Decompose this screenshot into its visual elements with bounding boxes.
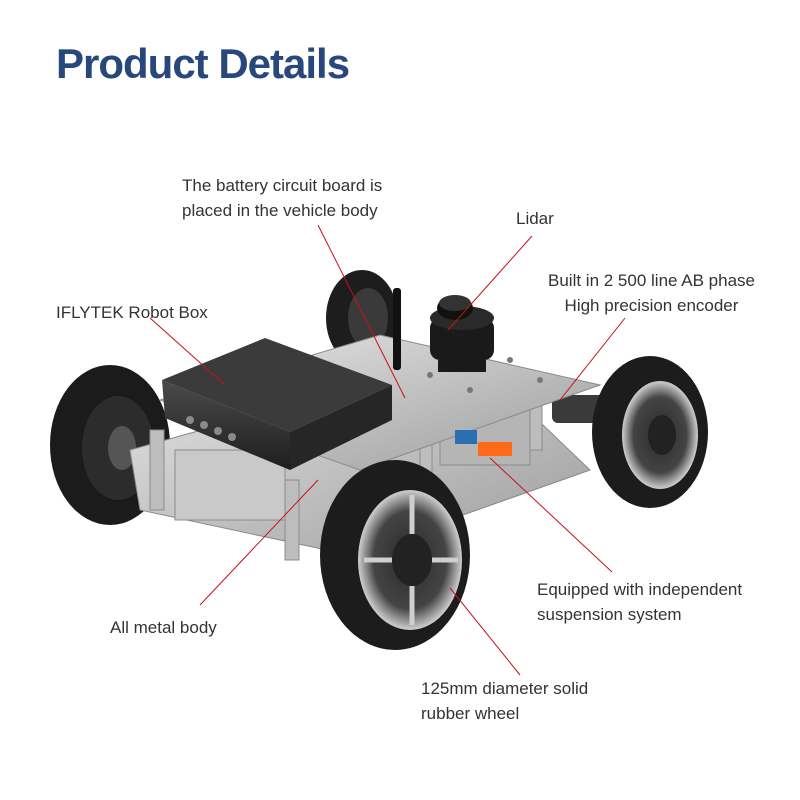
callout-encoder-line-2: High precision encoder: [564, 296, 739, 315]
callout-robot-box-line-1: IFLYTEK Robot Box: [56, 303, 208, 322]
right-wheel: [592, 356, 708, 508]
callout-metal-body: All metal body: [110, 615, 217, 640]
callout-metal-body-line-1: All metal body: [110, 618, 217, 637]
connector: [478, 442, 512, 456]
callout-wheel-line-1: 125mm diameter solid: [421, 679, 589, 698]
page-title: Product Details: [56, 40, 350, 87]
callout-battery: The battery circuit board is placed in t…: [182, 173, 382, 223]
antenna: [393, 288, 401, 370]
callout-suspension: Equipped with independent suspension sys…: [537, 577, 742, 627]
robot-box: [162, 338, 392, 470]
front-wheel: [320, 460, 470, 650]
callout-lidar-line-1: Lidar: [516, 209, 554, 228]
callout-battery-line-2: placed in the vehicle body: [182, 201, 378, 220]
callout-encoder: Built in 2 500 line AB phase High precis…: [548, 268, 755, 318]
callout-encoder-line-1: Built in 2 500 line AB phase: [548, 271, 755, 290]
callout-suspension-line-1: Equipped with independent: [537, 580, 743, 599]
callout-battery-line-1: The battery circuit board is: [182, 176, 383, 195]
callout-wheel-line-2: rubber wheel: [421, 704, 520, 723]
leader-lines: [149, 224, 626, 676]
callout-robot-box: IFLYTEK Robot Box: [56, 300, 208, 325]
lidar-unit: [430, 295, 494, 372]
callout-lidar: Lidar: [516, 206, 554, 231]
callout-wheel: 125mm diameter solid rubber wheel: [421, 676, 588, 726]
callout-suspension-line-2: suspension system: [537, 605, 682, 624]
